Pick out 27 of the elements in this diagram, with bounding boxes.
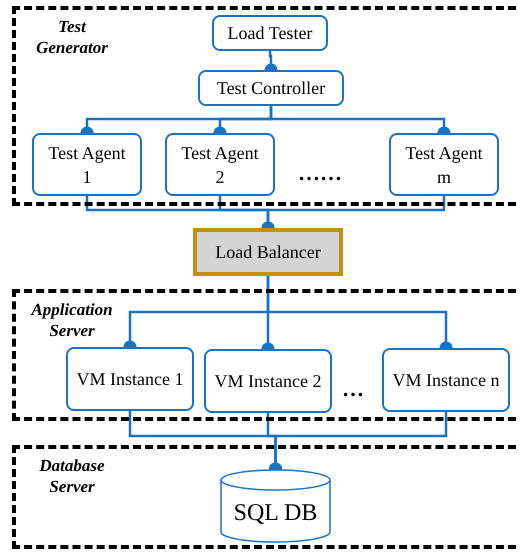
group-label: Database Server — [38, 455, 106, 497]
load-balancer-box — [193, 228, 343, 276]
ellipsis: … — [342, 376, 364, 402]
box-label: Test Agent 1 — [47, 142, 127, 188]
box-label: Load Tester — [228, 22, 312, 45]
dashed-group-frame — [12, 6, 516, 206]
box-label: VM Instance n — [392, 369, 500, 392]
process-box — [198, 70, 344, 106]
box-label: Test Controller — [216, 77, 326, 100]
process-box — [389, 133, 499, 196]
ellipsis: …… — [298, 160, 342, 186]
box-label: VM Instance 1 — [76, 368, 184, 391]
dashed-group-frame — [12, 445, 516, 549]
box-label: VM Instance 2 — [214, 370, 322, 393]
box-label: Test Agent 2 — [180, 142, 260, 188]
process-box — [165, 133, 275, 196]
dashed-group-frame — [12, 289, 516, 421]
process-box — [212, 15, 328, 51]
process-box — [204, 349, 332, 413]
process-box — [382, 348, 510, 412]
group-label: Test Generator — [35, 16, 109, 58]
box-label: Test Agent m — [404, 142, 484, 188]
process-box — [32, 133, 142, 196]
database-label: SQL DB — [234, 500, 318, 526]
group-label: Application Server — [30, 299, 114, 341]
process-box — [66, 347, 194, 411]
box-label: Load Balancer — [215, 241, 321, 264]
